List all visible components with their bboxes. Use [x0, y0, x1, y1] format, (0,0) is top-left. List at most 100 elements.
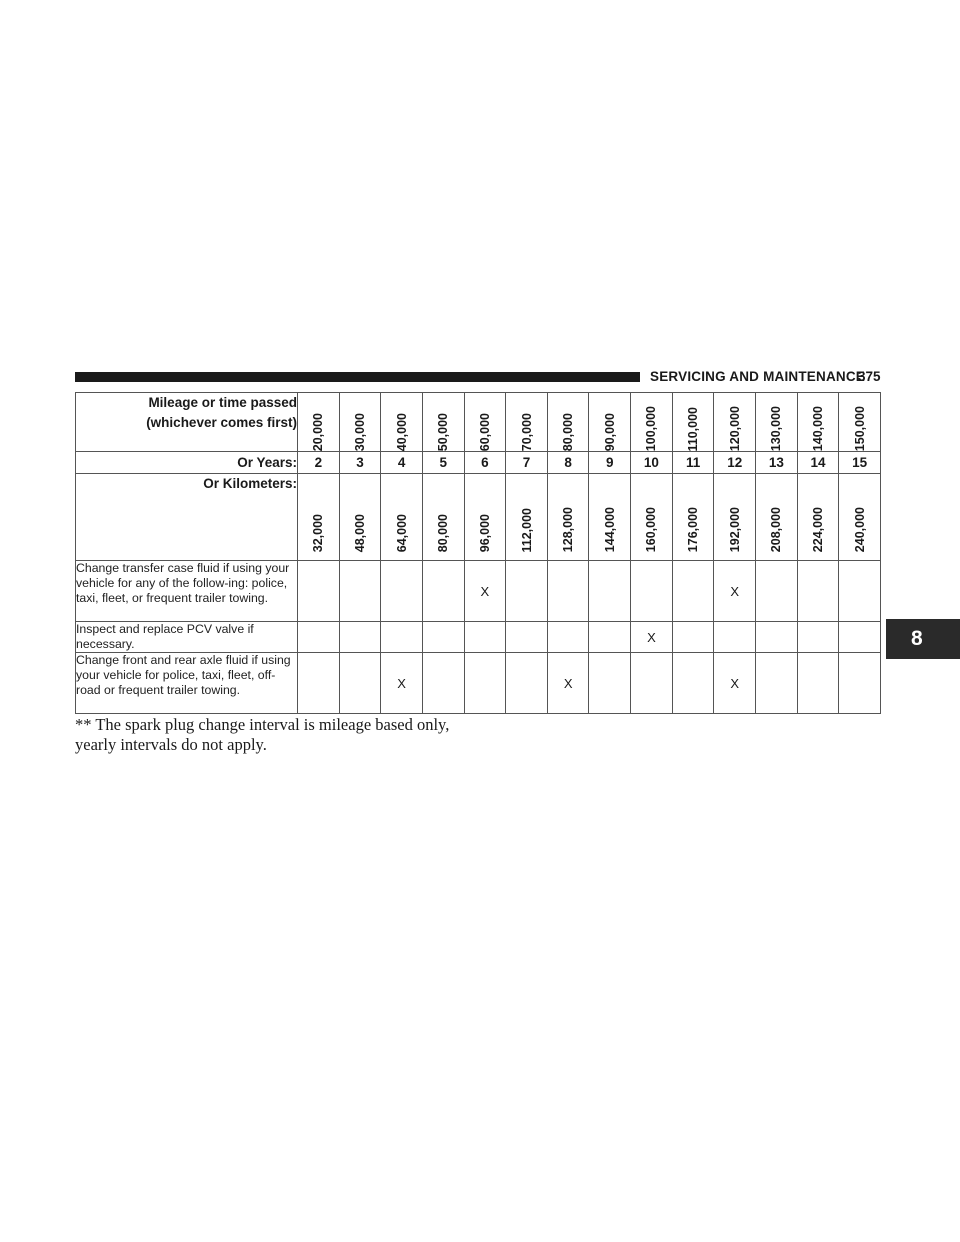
kilometers-cell: 208,000 — [755, 473, 798, 561]
years-value: 9 — [588, 451, 632, 474]
schedule-mark — [755, 652, 798, 714]
schedule-mark — [297, 621, 340, 653]
kilometers-cell: 80,000 — [421, 473, 465, 561]
mileage-value: 100,000 — [644, 405, 659, 451]
schedule-mark: X — [713, 560, 757, 622]
mileage-value: 50,000 — [436, 412, 451, 451]
kilometers-value: 32,000 — [311, 513, 326, 552]
years-value: 4 — [380, 451, 423, 474]
mileage-cell: 40,000 — [380, 392, 423, 452]
kilometers-value: 80,000 — [436, 513, 451, 552]
schedule-mark — [421, 652, 465, 714]
schedule-mark — [630, 652, 673, 714]
mileage-value: 150,000 — [852, 405, 867, 451]
mileage-cell: 90,000 — [588, 392, 632, 452]
schedule-mark — [588, 621, 632, 653]
schedule-mark: X — [546, 652, 590, 714]
mileage-value: 40,000 — [394, 412, 409, 451]
kilometers-cell: 96,000 — [463, 473, 507, 561]
kilometers-value: 48,000 — [352, 513, 367, 552]
mileage-label: Mileage or time passed (whichever comes … — [75, 392, 298, 452]
kilometers-value: 96,000 — [477, 513, 492, 552]
mileage-value: 130,000 — [769, 405, 784, 451]
kilometers-cell: 128,000 — [546, 473, 590, 561]
mileage-cell: 30,000 — [338, 392, 382, 452]
mileage-cell: 110,000 — [671, 392, 715, 452]
task-description: Change front and rear axle fluid if usin… — [75, 652, 298, 714]
kilometers-value: 192,000 — [727, 506, 742, 552]
kilometers-cell: 224,000 — [796, 473, 840, 561]
schedule-mark — [297, 652, 340, 714]
schedule-mark — [755, 560, 798, 622]
mileage-cell: 120,000 — [713, 392, 757, 452]
mileage-value: 110,000 — [686, 406, 701, 452]
chapter-tab: 8 — [886, 619, 960, 659]
schedule-mark — [546, 621, 590, 653]
schedule-mark — [505, 621, 548, 653]
schedule-mark — [338, 621, 382, 653]
schedule-mark — [421, 560, 465, 622]
mileage-value: 60,000 — [477, 412, 492, 451]
schedule-mark — [671, 560, 715, 622]
mileage-value: 140,000 — [811, 405, 825, 451]
schedule-mark — [838, 652, 881, 714]
mileage-value: 120,000 — [727, 405, 742, 451]
kilometers-value: 64,000 — [394, 513, 409, 552]
mileage-value: 70,000 — [519, 412, 534, 451]
schedule-mark — [630, 560, 673, 622]
schedule-mark — [338, 560, 382, 622]
schedule-mark — [297, 560, 340, 622]
years-value: 12 — [713, 451, 757, 474]
section-title: SERVICING AND MAINTENANCE — [650, 369, 866, 384]
mileage-label-line2: (whichever comes first) — [146, 415, 297, 430]
maintenance-schedule-table: Mileage or time passed (whichever comes … — [75, 392, 881, 714]
schedule-mark — [588, 652, 632, 714]
schedule-row: Change transfer case fluid if using your… — [75, 560, 881, 622]
schedule-mark — [588, 560, 632, 622]
mileage-cell: 130,000 — [755, 392, 798, 452]
kilometers-cell: 32,000 — [297, 473, 340, 561]
years-value: 6 — [463, 451, 507, 474]
kilometers-value: 112,000 — [519, 507, 534, 553]
schedule-mark — [338, 652, 382, 714]
header-rule — [75, 372, 640, 382]
schedule-mark — [505, 652, 548, 714]
years-label: Or Years: — [75, 451, 298, 474]
kilometers-cell: 176,000 — [671, 473, 715, 561]
mileage-value: 80,000 — [561, 412, 576, 451]
mileage-cell: 20,000 — [297, 392, 340, 452]
mileage-value: 20,000 — [311, 412, 326, 451]
schedule-mark: X — [380, 652, 423, 714]
kilometers-value: 224,000 — [811, 506, 825, 552]
kilometers-value: 128,000 — [561, 506, 576, 552]
schedule-row: Inspect and replace PCV valve if necessa… — [75, 621, 881, 653]
schedule-mark — [380, 560, 423, 622]
schedule-mark: X — [463, 560, 507, 622]
footnote: ** The spark plug change interval is mil… — [75, 715, 449, 755]
footnote-line1: ** The spark plug change interval is mil… — [75, 715, 450, 734]
schedule-mark: X — [630, 621, 673, 653]
kilometers-cell: 64,000 — [380, 473, 423, 561]
kilometers-value: 160,000 — [644, 506, 659, 552]
years-value: 8 — [546, 451, 590, 474]
schedule-mark — [796, 621, 840, 653]
kilometers-value: 240,000 — [852, 506, 867, 552]
kilometers-cell: 160,000 — [630, 473, 673, 561]
mileage-cell: 80,000 — [546, 392, 590, 452]
mileage-cell: 60,000 — [463, 392, 507, 452]
mileage-cell: 100,000 — [630, 392, 673, 452]
kilometers-cell: 240,000 — [838, 473, 881, 561]
kilometers-cell: 48,000 — [338, 473, 382, 561]
task-description: Change transfer case fluid if using your… — [75, 560, 298, 622]
mileage-value: 30,000 — [352, 412, 367, 451]
mileage-value: 90,000 — [602, 412, 617, 451]
schedule-mark — [421, 621, 465, 653]
kilometers-value: 176,000 — [686, 506, 701, 552]
years-value: 14 — [796, 451, 840, 474]
kilometers-cell: 144,000 — [588, 473, 632, 561]
schedule-mark — [505, 560, 548, 622]
mileage-row: Mileage or time passed (whichever comes … — [75, 392, 881, 452]
kilometers-value: 208,000 — [769, 506, 784, 552]
kilometers-value: 144,000 — [602, 506, 617, 552]
